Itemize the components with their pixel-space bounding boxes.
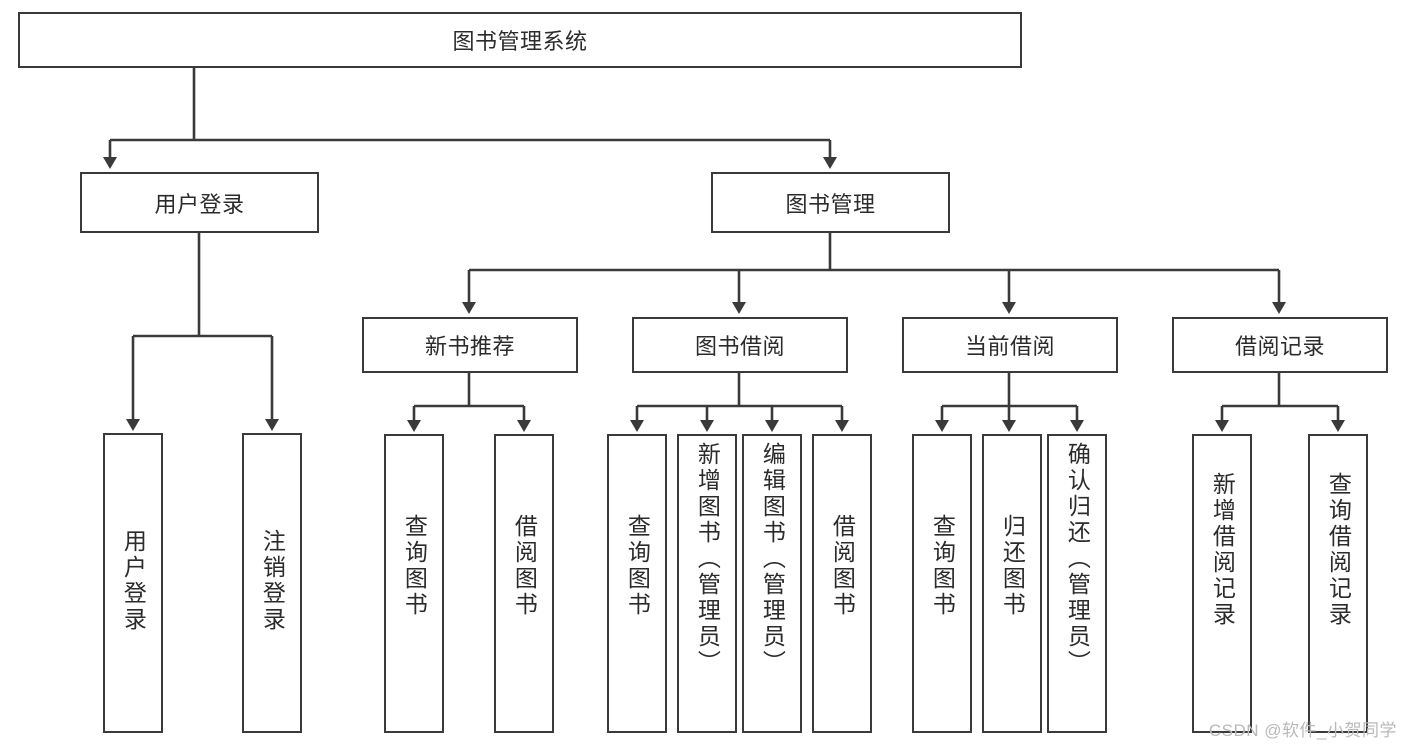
leaf-borrow-query-book[interactable]: 查询图书: [607, 434, 667, 733]
leaf-records-query-record[interactable]: 查询借阅记录: [1308, 434, 1368, 733]
leaf-borrow-borrow-book[interactable]: 借阅图书: [812, 434, 872, 733]
leaf-borrow-add-book-admin[interactable]: 新增图书（管理员）: [677, 434, 737, 733]
leaf-label: 查询图书: [624, 514, 651, 618]
leaf-label: 编辑图书（管理员）: [759, 442, 786, 676]
leaf-label: 确认归还（管理员）: [1064, 442, 1091, 676]
leaf-label: 注销登录: [259, 529, 286, 633]
node-root-system[interactable]: 图书管理系统: [18, 12, 1022, 68]
node-book-management[interactable]: 图书管理: [711, 172, 950, 233]
leaf-label: 新增借阅记录: [1209, 472, 1236, 628]
leaf-label: 借阅图书: [511, 514, 538, 618]
leaf-current-return-book[interactable]: 归还图书: [982, 434, 1042, 733]
leaf-user-login-login[interactable]: 用户登录: [103, 433, 163, 733]
node-borrow-records[interactable]: 借阅记录: [1172, 317, 1388, 373]
leaf-label: 用户登录: [120, 529, 147, 633]
node-new-book-recommend[interactable]: 新书推荐: [362, 317, 578, 373]
leaf-label: 查询借阅记录: [1325, 472, 1352, 628]
leaf-user-login-logout[interactable]: 注销登录: [242, 433, 302, 733]
node-current-borrow[interactable]: 当前借阅: [902, 317, 1118, 373]
leaf-label: 查询图书: [929, 514, 956, 618]
watermark-text: CSDN @软件_小贺同学: [1208, 721, 1397, 740]
leaf-borrow-edit-book-admin[interactable]: 编辑图书（管理员）: [742, 434, 802, 733]
leaf-label: 借阅图书: [829, 514, 856, 618]
leaf-new-book-borrow-book[interactable]: 借阅图书: [494, 434, 554, 733]
leaf-new-book-query-book[interactable]: 查询图书: [384, 434, 444, 733]
node-user-login[interactable]: 用户登录: [80, 172, 319, 233]
leaf-label: 查询图书: [401, 514, 428, 618]
node-book-borrow[interactable]: 图书借阅: [632, 317, 848, 373]
leaf-label: 新增图书（管理员）: [694, 442, 721, 676]
leaf-current-query-book[interactable]: 查询图书: [912, 434, 972, 733]
leaf-label: 归还图书: [999, 514, 1026, 618]
leaf-records-add-record[interactable]: 新增借阅记录: [1192, 434, 1252, 733]
leaf-current-confirm-return-admin[interactable]: 确认归还（管理员）: [1047, 434, 1107, 733]
